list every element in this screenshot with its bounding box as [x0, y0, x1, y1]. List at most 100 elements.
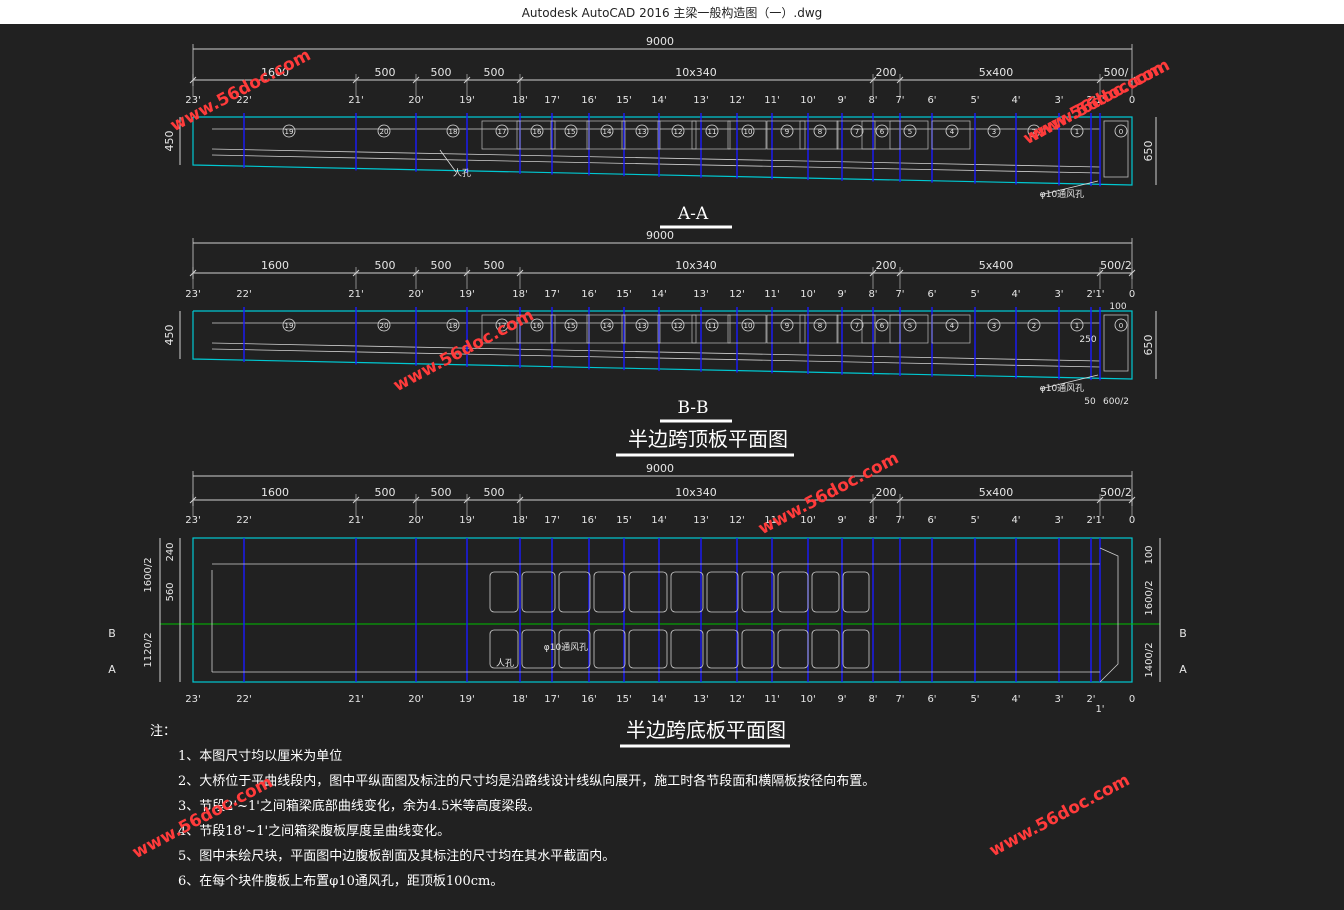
diaphragm-box: [657, 314, 697, 344]
station-label: 23': [185, 289, 200, 300]
segment-number-circle: [282, 124, 296, 138]
station-label: 20': [408, 515, 423, 526]
cell-box: [811, 629, 840, 669]
right-dimension: 100: [1144, 545, 1155, 564]
station-label: 9': [837, 95, 846, 106]
station-label: 8': [868, 95, 877, 106]
vent-label: φ10通风孔: [544, 642, 588, 653]
station-label: 13': [693, 95, 708, 106]
segment-number: 4: [950, 322, 955, 330]
station-label: 5': [970, 694, 979, 705]
diaphragm-box: [691, 120, 731, 150]
segment-number-circle: [1114, 124, 1128, 138]
dimension-label: 500/2: [1100, 486, 1132, 499]
station-label: 4': [1011, 694, 1020, 705]
extra-dimension: 600/2: [1103, 397, 1129, 407]
end-block: [1103, 314, 1129, 372]
cell-box: [489, 571, 519, 613]
segment-number-circle: [1027, 124, 1041, 138]
cell-box: [842, 571, 870, 613]
station-label: 1': [1095, 515, 1104, 526]
cell-box: [521, 629, 556, 669]
station-label: 10': [800, 694, 815, 705]
cell-box: [558, 571, 591, 613]
segment-number-circle: [1070, 124, 1084, 138]
end-block: [1103, 120, 1129, 178]
view-title: 半边跨底板平面图: [626, 718, 786, 742]
watermark: www.56doc.com: [986, 770, 1133, 861]
segment-number: 5: [908, 322, 912, 330]
diaphragm-box: [586, 120, 626, 150]
station-label: 9': [837, 694, 846, 705]
segment-number: 9: [785, 322, 789, 330]
segment-number: 16: [533, 128, 542, 136]
leader-line: [1039, 374, 1099, 390]
station-label: 5': [970, 515, 979, 526]
segment-number-circle: [780, 318, 794, 332]
diaphragm-box: [586, 314, 626, 344]
dimension-label: 10x340: [675, 66, 717, 79]
station-label: 15': [616, 694, 631, 705]
station-label: 2': [1086, 95, 1095, 106]
station-label: 12': [729, 515, 744, 526]
window-title-bar: Autodesk AutoCAD 2016 主梁一般构造图（一）.dwg: [0, 0, 1344, 24]
segment-number-circle: [945, 124, 959, 138]
station-label: 3': [1054, 515, 1063, 526]
cut-mark: A: [1179, 663, 1187, 676]
segment-number-circle: [377, 318, 391, 332]
dimension-label: 500: [484, 259, 505, 272]
extra-dimension: 50: [1084, 397, 1096, 407]
segment-number-circle: [987, 124, 1001, 138]
station-label: 11': [764, 95, 779, 106]
segment-number-circle: [987, 318, 1001, 332]
diaphragm-box: [481, 314, 521, 344]
note-item: 5、图中未绘尺块，平面图中边腹板剖面及其标注的尺寸均在其水平截面内。: [178, 848, 615, 864]
segment-number-circle: [564, 318, 578, 332]
segment-number-circle: [813, 318, 827, 332]
station-label: 0: [1129, 515, 1135, 526]
segment-number: 3: [992, 322, 996, 330]
inner-line: [211, 348, 1101, 368]
right-dimension: 1400/2: [1144, 642, 1155, 677]
height-dim-left: 450: [163, 325, 176, 346]
station-label: 10': [800, 289, 815, 300]
station-label: 21': [348, 694, 363, 705]
station-label: 23': [185, 95, 200, 106]
diaphragm-box: [889, 120, 929, 150]
station-label: 15': [616, 515, 631, 526]
girder-outline: [192, 310, 1133, 380]
diaphragm-box: [481, 120, 521, 150]
inner-line: [211, 342, 1101, 362]
segment-number: 9: [785, 128, 789, 136]
station-label: 9': [837, 289, 846, 300]
cell-box: [777, 629, 809, 669]
station-label: 3': [1054, 95, 1063, 106]
diaphragm-box: [516, 314, 556, 344]
station-label: 0: [1129, 694, 1135, 705]
window-title: Autodesk AutoCAD 2016 主梁一般构造图（一）.dwg: [521, 5, 823, 20]
segment-number-circle: [813, 124, 827, 138]
station-label: 14': [651, 694, 666, 705]
segment-number-circle: [850, 318, 864, 332]
station-label: 18': [512, 289, 527, 300]
station-label: 17': [544, 515, 559, 526]
extra-dimension: 250: [1079, 335, 1096, 345]
cell-box: [558, 629, 591, 669]
segment-number-circle: [875, 124, 889, 138]
cell-box: [628, 629, 668, 669]
segment-number-circle: [705, 318, 719, 332]
cell-box: [489, 629, 519, 669]
note-item: 2、大桥位于平曲线段内，图中平纵面图及标注的尺寸均是沿路线设计线纵向展开，施工时…: [178, 773, 875, 789]
dimension-label: 500: [484, 486, 505, 499]
segment-number: 20: [380, 128, 389, 136]
segment-number: 6: [880, 128, 885, 136]
station-label: 13': [693, 289, 708, 300]
station-label: 17': [544, 694, 559, 705]
station-label: 16': [581, 95, 596, 106]
left-dimension: 1120/2: [143, 632, 154, 667]
station-label: 7': [895, 95, 904, 106]
station-label: 6': [927, 289, 936, 300]
station-label: 21': [348, 95, 363, 106]
dimension-label: 500/: [1104, 66, 1129, 79]
